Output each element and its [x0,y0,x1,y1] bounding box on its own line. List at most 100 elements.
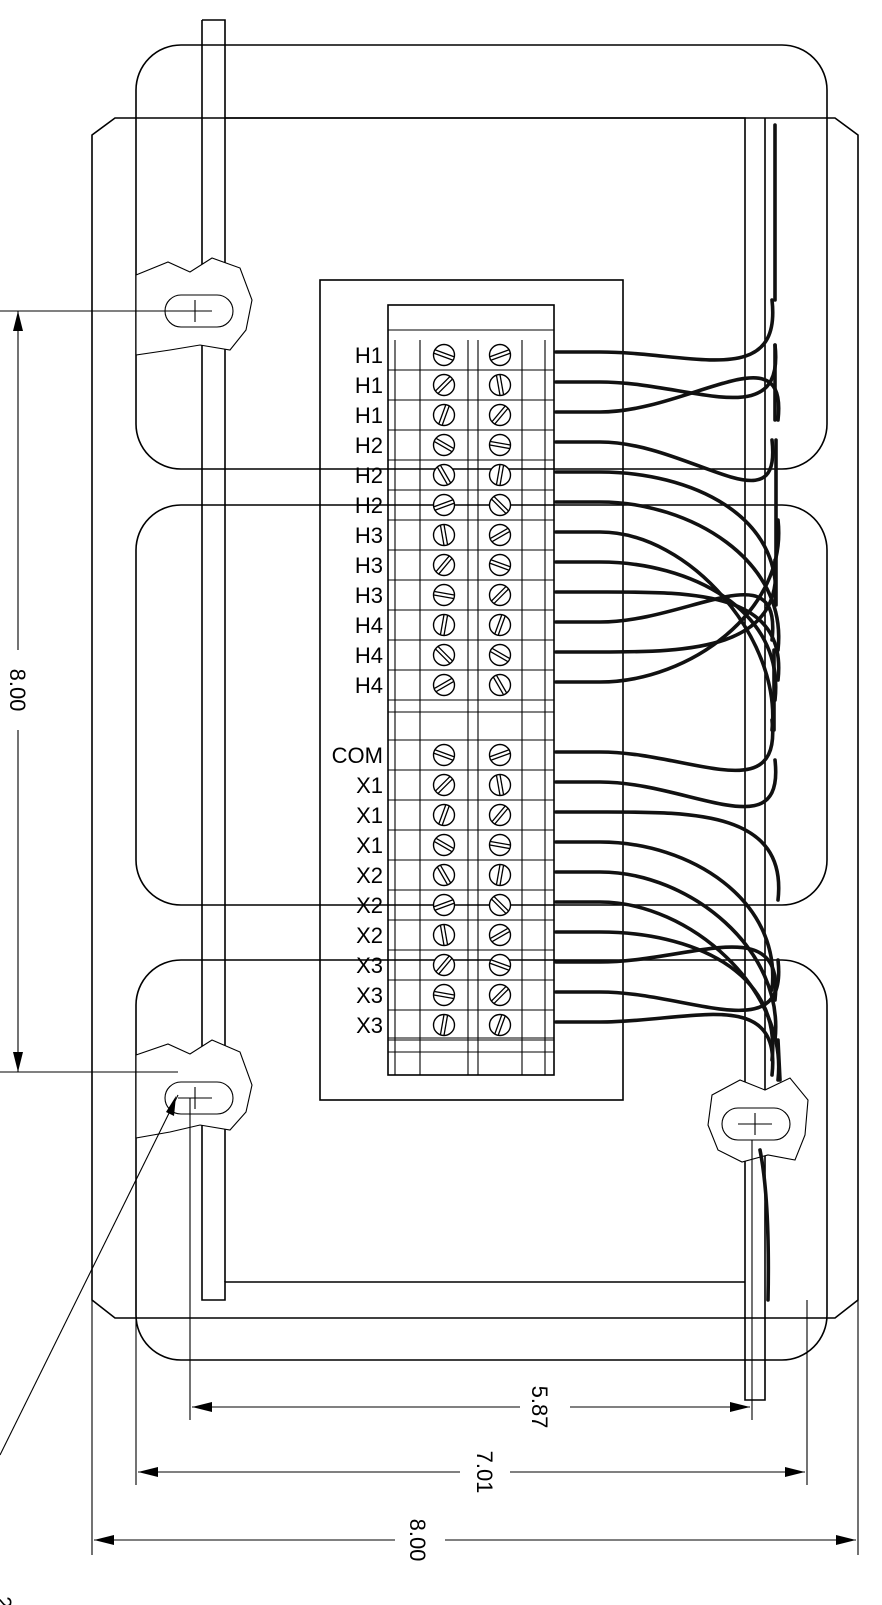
terminal-wire [554,592,775,642]
dim-label-vertical: 8.00 [5,669,30,712]
terminal-label: H4 [355,613,383,638]
terminal-label: X1 [356,833,383,858]
terminal-strip [387,304,555,1076]
terminal-screw-icon [432,1013,456,1037]
terminal-screw-icon [488,743,512,767]
terminal-screw-icon [488,493,512,517]
terminal-label: H3 [355,553,383,578]
terminal-wire [554,870,778,1042]
terminal-label: H3 [355,583,383,608]
lead-exit [758,1148,771,1302]
terminal-wire [554,590,781,682]
terminal-screw-icon [432,893,456,917]
mount-slot-right [707,1077,809,1163]
terminal-label: X2 [356,863,383,888]
terminal-wire [554,298,775,362]
terminal-screw-icon [432,773,456,797]
terminal-screw-icon [488,1013,512,1037]
terminal-wire [554,558,778,654]
terminal-label: X1 [356,803,383,828]
terminal-screw-icon [432,583,456,607]
terminal-label: H2 [355,433,383,458]
terminal-screw-icon [488,833,512,857]
terminal-screw-icon [432,983,456,1007]
terminal-label: COM [332,743,383,768]
terminal-wire [554,438,775,483]
terminal-wire [554,470,778,607]
terminal-screw-icon [432,953,456,977]
terminal-label: X3 [356,1013,383,1038]
terminal-label: X2 [356,923,383,948]
terminal-wire [554,1012,775,1077]
terminal-board [319,279,624,1101]
terminal-screw-icon [432,643,456,667]
coil-middle-outline [135,504,828,906]
terminal-wire [554,945,778,1002]
terminal-screw-icon [488,523,512,547]
terminal-screw-icon [488,463,512,487]
terminal-screw-icon [488,983,512,1007]
terminal-label: H4 [355,673,383,698]
terminal-label: X3 [356,983,383,1008]
terminal-wire [554,958,781,1013]
terminal-screw-icon [432,343,456,367]
dim-label-800-overall: 8.00 [405,1519,430,1562]
terminal-label: X1 [356,773,383,798]
terminal-wire [554,840,775,992]
lead-exit [776,1038,782,1082]
wire-bundle [554,298,781,1082]
terminal-wire [554,810,781,902]
terminal-screw-icon [488,613,512,637]
terminal-screw-icon [432,433,456,457]
mounting-frame [201,19,766,1401]
terminal-screw-icon [432,863,456,887]
slot-leader: .27 [0,1094,179,1605]
dim-horizontal-mount: 5.87 [189,1098,753,1429]
terminal-wire [554,930,775,1062]
terminal-screw-icon [432,803,456,827]
dim-label-701: 7.01 [472,1451,497,1494]
terminal-screw-icon [432,403,456,427]
terminal-screw-icon [432,553,456,577]
terminal-screw-icon [432,673,456,697]
terminal-screw-icon [488,403,512,427]
dim-vertical-mount: 8.00 [0,310,178,1073]
terminal-screw-icon [432,463,456,487]
terminal-screw-icon [432,493,456,517]
terminal-label: H2 [355,463,383,488]
terminal-label: H4 [355,643,383,668]
mount-slot-lower [135,1039,253,1139]
terminal-screw-icon [488,923,512,947]
terminal-label: H3 [355,523,383,548]
terminal-screw-icon [432,833,456,857]
terminal-screw-icon [488,803,512,827]
terminal-label: H2 [355,493,383,518]
terminal-wire [554,718,775,773]
coil-bottom-outline [135,959,828,1361]
terminal-screw-icon [488,953,512,977]
terminal-screw-icon [488,373,512,397]
terminal-screw-icon [488,433,512,457]
terminal-screw-icon [488,583,512,607]
mount-slot-upper [135,257,253,356]
terminal-screw-icon [488,863,512,887]
terminal-screw-icon [432,373,456,397]
terminal-screw-icon [432,923,456,947]
terminal-wire [554,758,778,809]
terminal-wire [554,900,781,1082]
terminal-screw-icon [488,673,512,697]
coil-top-outline [135,44,828,470]
terminal-screw-icon [432,743,456,767]
terminal-label: X3 [356,953,383,978]
terminal-screw-icon [488,553,512,577]
dim-label-587: 5.87 [527,1386,552,1429]
terminal-screw-icon [488,343,512,367]
dim-core-width: 7.01 [135,1290,808,1494]
terminal-label: H1 [355,403,383,428]
terminal-screw-icon [432,613,456,637]
terminal-screw-icon [488,893,512,917]
terminal-wire [554,500,781,652]
terminal-screw-icon [488,643,512,667]
terminal-wire [554,343,778,400]
